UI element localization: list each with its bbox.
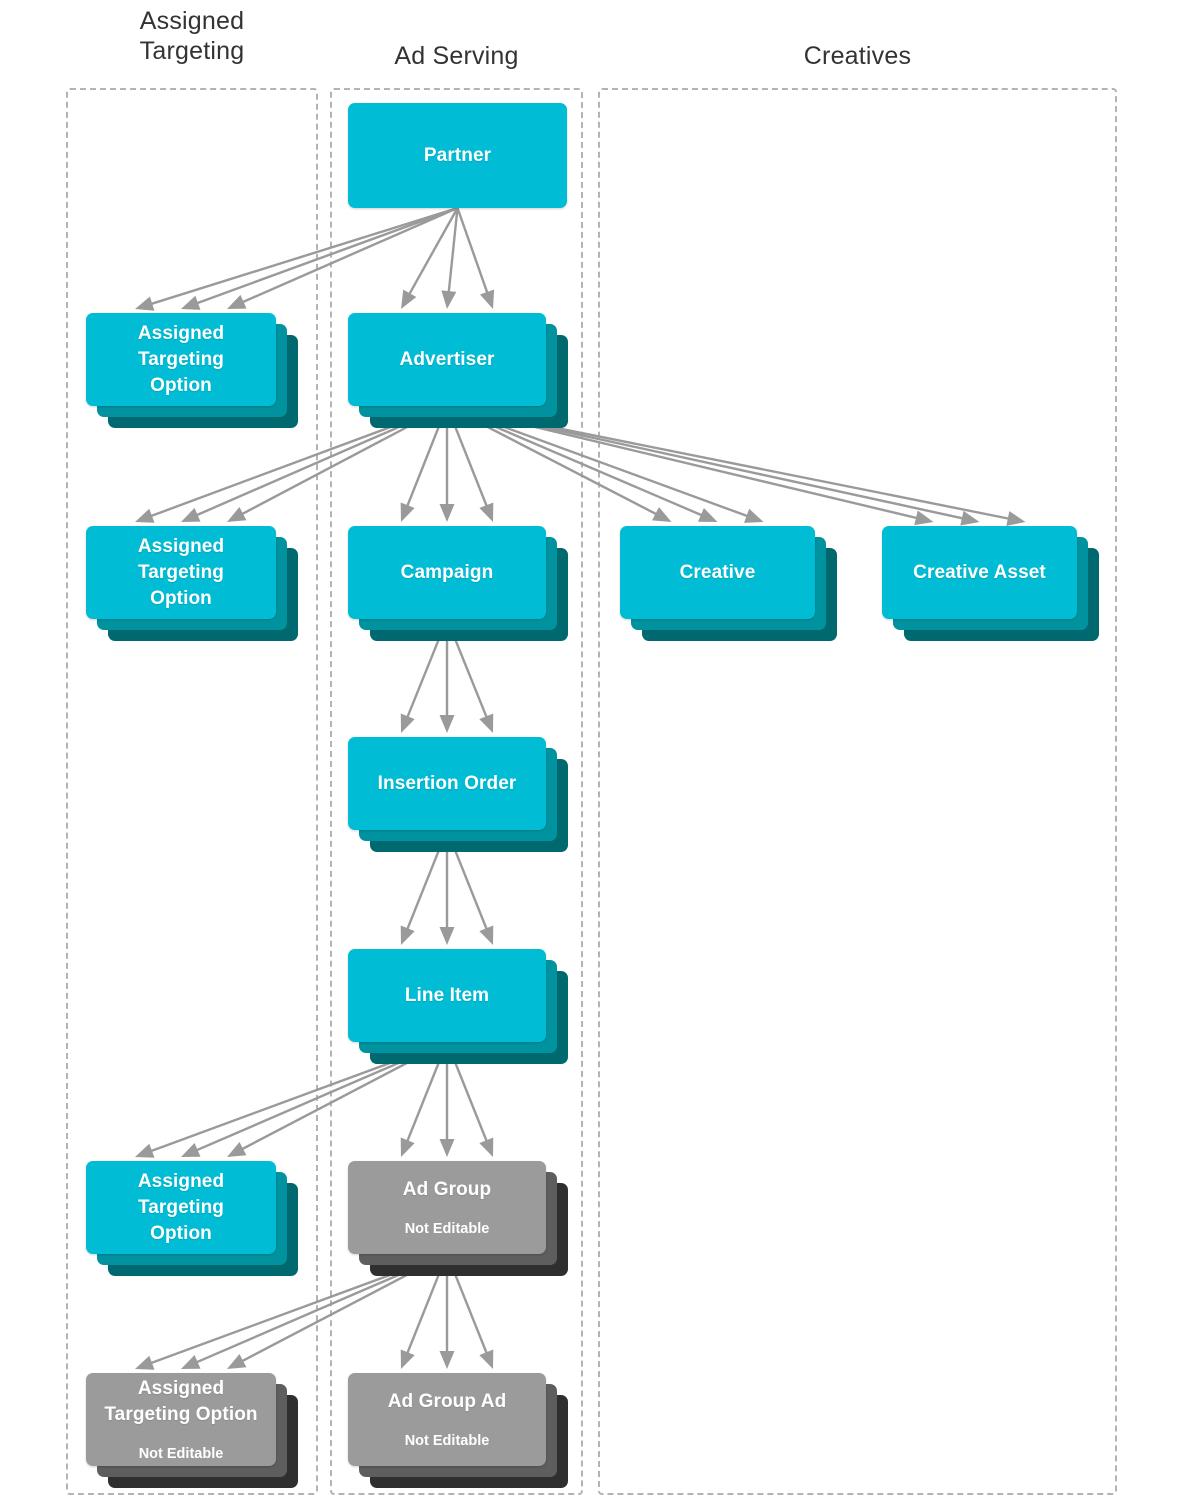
node-face-creative-asset[interactable]: Creative Asset bbox=[882, 526, 1077, 619]
node-title-campaign: Campaign bbox=[400, 561, 494, 583]
node-title-line-item: Line Item bbox=[404, 984, 490, 1006]
column-frame-ad-serving bbox=[330, 88, 583, 1495]
node-creative-asset[interactable]: Creative Asset bbox=[882, 526, 1099, 641]
node-ad-group-ad[interactable]: Ad Group Ad Not Editable bbox=[348, 1373, 568, 1488]
node-line-item[interactable]: Line Item bbox=[348, 949, 568, 1064]
column-header-assigned-targeting-line2: Targeting bbox=[139, 37, 245, 65]
column-frame-assigned-targeting bbox=[66, 88, 318, 1495]
node-creative[interactable]: Creative bbox=[620, 526, 837, 641]
node-face-ad-group-ad[interactable]: Ad Group Ad Not Editable bbox=[348, 1373, 546, 1466]
node-title-line: Option bbox=[150, 587, 212, 609]
node-title-insertion-order: Insertion Order bbox=[377, 772, 517, 794]
node-title-partner: Partner bbox=[423, 144, 492, 166]
column-header-ad-serving: Ad Serving bbox=[330, 41, 583, 71]
node-title-line: Assigned bbox=[137, 1170, 225, 1192]
node-face-insertion-order[interactable]: Insertion Order bbox=[348, 737, 546, 830]
node-face-partner[interactable]: Partner bbox=[348, 103, 567, 208]
node-subtitle-ad-group-ad: Not Editable bbox=[404, 1433, 490, 1449]
node-title-line: Targeting bbox=[137, 561, 225, 583]
column-header-creatives-line1: Creatives bbox=[803, 42, 912, 70]
node-title-ad-group: Ad Group bbox=[402, 1179, 492, 1200]
node-advertiser[interactable]: Advertiser bbox=[348, 313, 568, 428]
node-title-ad-group-ad: Ad Group Ad bbox=[387, 1391, 507, 1412]
node-subtitle-ad-group: Not Editable bbox=[404, 1221, 490, 1237]
node-title-line: Assigned bbox=[137, 322, 225, 344]
column-header-ad-serving-line1: Ad Serving bbox=[394, 42, 519, 70]
node-title-line: Option bbox=[150, 374, 212, 396]
node-title-line: Assigned bbox=[137, 1378, 225, 1399]
node-face-campaign[interactable]: Campaign bbox=[348, 526, 546, 619]
column-header-creatives: Creatives bbox=[598, 41, 1117, 71]
node-campaign[interactable]: Campaign bbox=[348, 526, 568, 641]
node-title-line: Targeting bbox=[137, 348, 225, 370]
node-title-creative-asset: Creative Asset bbox=[913, 561, 1046, 583]
node-subtitle-assigned-targeting-option-4: Not Editable bbox=[138, 1446, 224, 1462]
node-title-line: Targeting bbox=[137, 1196, 225, 1218]
column-header-assigned-targeting-line1: Assigned bbox=[139, 7, 245, 35]
column-frame-creatives bbox=[598, 88, 1117, 1495]
node-title-line: Option bbox=[150, 1222, 212, 1244]
node-title-advertiser: Advertiser bbox=[399, 348, 495, 370]
node-title-creative: Creative bbox=[679, 561, 756, 583]
node-title-line: Assigned bbox=[137, 535, 225, 557]
node-face-line-item[interactable]: Line Item bbox=[348, 949, 546, 1042]
node-face-advertiser[interactable]: Advertiser bbox=[348, 313, 546, 406]
node-title-line: Targeting Option bbox=[104, 1404, 258, 1425]
node-insertion-order[interactable]: Insertion Order bbox=[348, 737, 568, 852]
node-partner[interactable]: Partner bbox=[348, 103, 567, 208]
node-face-creative[interactable]: Creative bbox=[620, 526, 815, 619]
column-header-assigned-targeting: Assigned Targeting bbox=[66, 6, 318, 66]
